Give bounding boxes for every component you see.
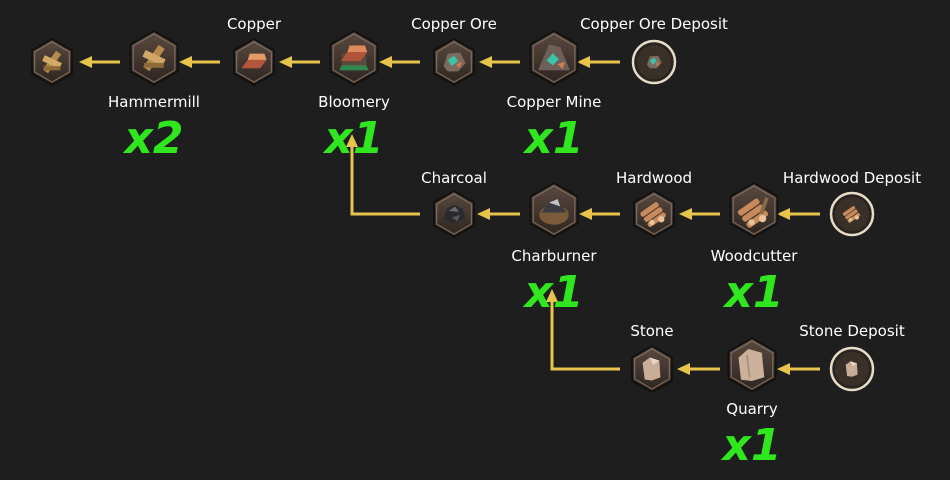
arrow-ore-to-bloomery [379,56,420,68]
quarry-icon [727,336,777,394]
label-stone: Stone [630,322,674,340]
label-copper: Copper [226,15,282,33]
multiplier-hammermill: x2 [124,113,184,164]
bloomery-icon [329,29,379,87]
arrow-hammermill-to-product [79,56,120,68]
label-hardwood: Hardwood [615,169,693,187]
arrow-woodcutter-to-hardwood [679,208,720,220]
multiplier-woodcutter: x1 [724,267,784,318]
hardwood-deposit-icon [829,191,875,237]
label-stone-deposit: Stone Deposit [799,322,905,340]
label-copper-ore-deposit: Copper Ore Deposit [580,15,728,33]
label-copper-ore: Copper Ore [411,15,497,33]
multiplier-quarry: x1 [722,420,782,471]
copper-mine-icon [529,29,579,87]
arrow-quarry-to-stone [677,363,720,375]
label-hardwood-deposit: Hardwood Deposit [782,169,922,187]
label-copper-mine: Copper Mine [506,93,602,111]
hammermill-icon [129,29,179,87]
label-woodcutter: Woodcutter [710,247,798,265]
arrow-stone-deposit-to-quarry [777,363,820,375]
hardwood-icon [633,189,675,239]
label-hammermill: Hammermill [108,93,200,111]
arrow-deposit-to-mine [577,56,620,68]
arrow-mine-to-ore [479,56,520,68]
label-bloomery: Bloomery [318,93,390,111]
arrow-stone-to-charburner [546,289,620,371]
node-icons [31,29,875,394]
arrow-bloomery-to-copper [279,56,320,68]
label-quarry: Quarry [726,400,778,418]
charcoal-icon [433,189,475,239]
label-charburner: Charburner [511,247,597,265]
connector-arrows [79,56,820,375]
arrow-copper-to-hammermill [179,56,220,68]
multiplier-copper-mine: x1 [524,113,584,164]
copper-ore-deposit-icon [631,39,677,85]
arrow-hardwood-to-charburner [579,208,620,220]
stone-icon [631,344,673,394]
label-charcoal: Charcoal [421,169,487,187]
arrow-charburner-to-charcoal [477,208,520,220]
multiplier-charburner: x1 [524,267,584,318]
copper-ore-icon [433,37,475,87]
hammermill-product-icon [31,37,73,87]
arrow-hardwood-deposit-to-woodcutter [777,208,820,220]
arrow-charcoal-to-bloomery [346,134,420,216]
woodcutter-icon [729,181,779,239]
stone-deposit-icon [829,346,875,392]
multiplier-bloomery: x1 [324,113,384,164]
charburner-icon [529,181,579,239]
copper-bar-icon [233,37,275,87]
